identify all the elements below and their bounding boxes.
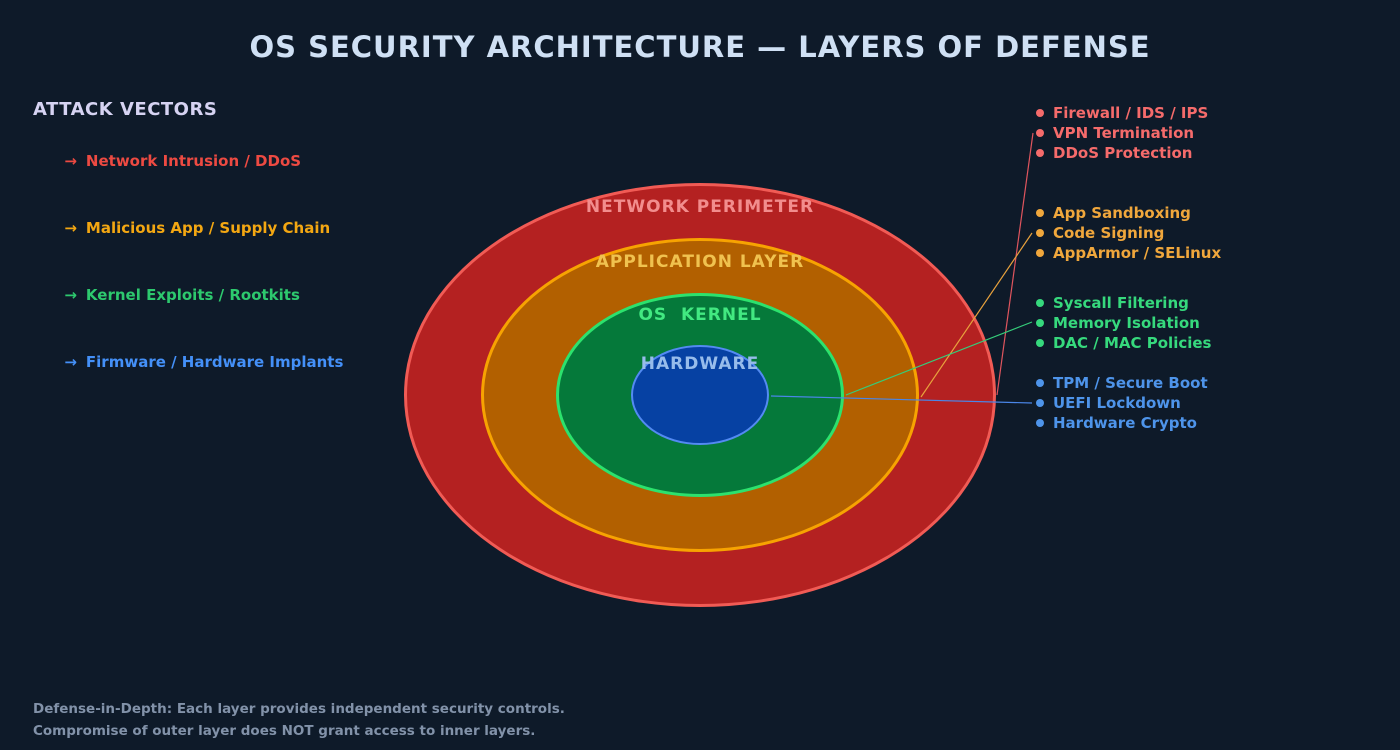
layer-label-hardware: HARDWARE — [640, 354, 760, 374]
arrow-right-icon: → — [64, 152, 77, 170]
footer-line1: Defense-in-Depth: Each layer provides in… — [33, 701, 565, 717]
layer-ellipse-hardware — [631, 345, 769, 445]
bullet-icon — [1036, 419, 1044, 427]
arrow-right-icon: → — [64, 353, 77, 371]
defense-item: Firewall / IDS / IPS — [1036, 103, 1208, 123]
defense-item-label: UEFI Lockdown — [1053, 394, 1181, 412]
defense-item-label: Syscall Filtering — [1053, 294, 1189, 312]
connector-line-network-perimeter — [996, 132, 1034, 396]
layer-label-application: APPLICATION LAYER — [595, 252, 805, 272]
bullet-icon — [1036, 229, 1044, 237]
defense-item: Hardware Crypto — [1036, 413, 1208, 433]
connector-line-hardware — [770, 395, 1033, 404]
defense-item-label: Hardware Crypto — [1053, 414, 1197, 432]
page-title: OS SECURITY ARCHITECTURE — LAYERS OF DEF… — [249, 30, 1151, 64]
defense-item-label: Firewall / IDS / IPS — [1053, 104, 1209, 122]
layer-label-os-kernel: OS KERNEL — [638, 305, 762, 325]
layer-label-network-perimeter: NETWORK PERIMETER — [585, 197, 815, 217]
connector-line-application — [920, 232, 1033, 398]
bullet-icon — [1036, 149, 1044, 157]
footer-line2: Compromise of outer layer does NOT grant… — [33, 723, 536, 739]
defense-item-label: DAC / MAC Policies — [1053, 334, 1212, 352]
attack-vector-item-kernel: → Kernel Exploits / Rootkits — [33, 268, 343, 322]
defense-group-os-kernel: Syscall Filtering Memory Isolation DAC /… — [1036, 293, 1211, 353]
defense-item-label: Memory Isolation — [1053, 314, 1200, 332]
defense-group-application: App Sandboxing Code Signing AppArmor / S… — [1036, 203, 1221, 263]
bullet-icon — [1036, 209, 1044, 217]
attack-vector-label: Firmware / Hardware Implants — [85, 353, 344, 371]
defense-item: DDoS Protection — [1036, 143, 1208, 163]
defense-item: AppArmor / SELinux — [1036, 243, 1221, 263]
attack-vectors-heading: ATTACK VECTORS — [33, 99, 218, 120]
defense-item: Memory Isolation — [1036, 313, 1211, 333]
defense-item-label: DDoS Protection — [1053, 144, 1193, 162]
attack-vector-label: Kernel Exploits / Rootkits — [85, 286, 300, 304]
attack-vector-item-firmware: → Firmware / Hardware Implants — [33, 335, 343, 389]
defense-item-label: TPM / Secure Boot — [1053, 374, 1208, 392]
bullet-icon — [1036, 399, 1044, 407]
bullet-icon — [1036, 109, 1044, 117]
attack-vectors-panel: ATTACK VECTORS → Network Intrusion / DDoS… — [33, 99, 343, 402]
footer-note: Defense-in-Depth: Each layer provides in… — [33, 698, 565, 742]
defense-item: DAC / MAC Policies — [1036, 333, 1211, 353]
defense-item: Syscall Filtering — [1036, 293, 1211, 313]
attack-vector-label: Network Intrusion / DDoS — [85, 152, 302, 170]
arrow-right-icon: → — [64, 219, 77, 237]
arrow-right-icon: → — [64, 286, 77, 304]
defense-item: TPM / Secure Boot — [1036, 373, 1208, 393]
attack-vector-label: Malicious App / Supply Chain — [85, 219, 331, 237]
bullet-icon — [1036, 319, 1044, 327]
bullet-icon — [1036, 249, 1044, 257]
bullet-icon — [1036, 299, 1044, 307]
bullet-icon — [1036, 339, 1044, 347]
bullet-icon — [1036, 379, 1044, 387]
defense-group-network-perimeter: Firewall / IDS / IPS VPN Termination DDo… — [1036, 103, 1208, 163]
bullet-icon — [1036, 129, 1044, 137]
defense-group-hardware: TPM / Secure Boot UEFI Lockdown Hardware… — [1036, 373, 1208, 433]
attack-vector-item-network: → Network Intrusion / DDoS — [33, 134, 343, 188]
defense-item: Code Signing — [1036, 223, 1221, 243]
defense-item-label: AppArmor / SELinux — [1053, 244, 1222, 262]
defense-item-label: App Sandboxing — [1053, 204, 1191, 222]
defense-item: UEFI Lockdown — [1036, 393, 1208, 413]
defense-item-label: Code Signing — [1053, 224, 1165, 242]
attack-vector-item-app: → Malicious App / Supply Chain — [33, 201, 343, 255]
defense-item: VPN Termination — [1036, 123, 1208, 143]
defense-item-label: VPN Termination — [1053, 124, 1195, 142]
defense-item: App Sandboxing — [1036, 203, 1221, 223]
connector-line-os-kernel — [845, 321, 1033, 396]
